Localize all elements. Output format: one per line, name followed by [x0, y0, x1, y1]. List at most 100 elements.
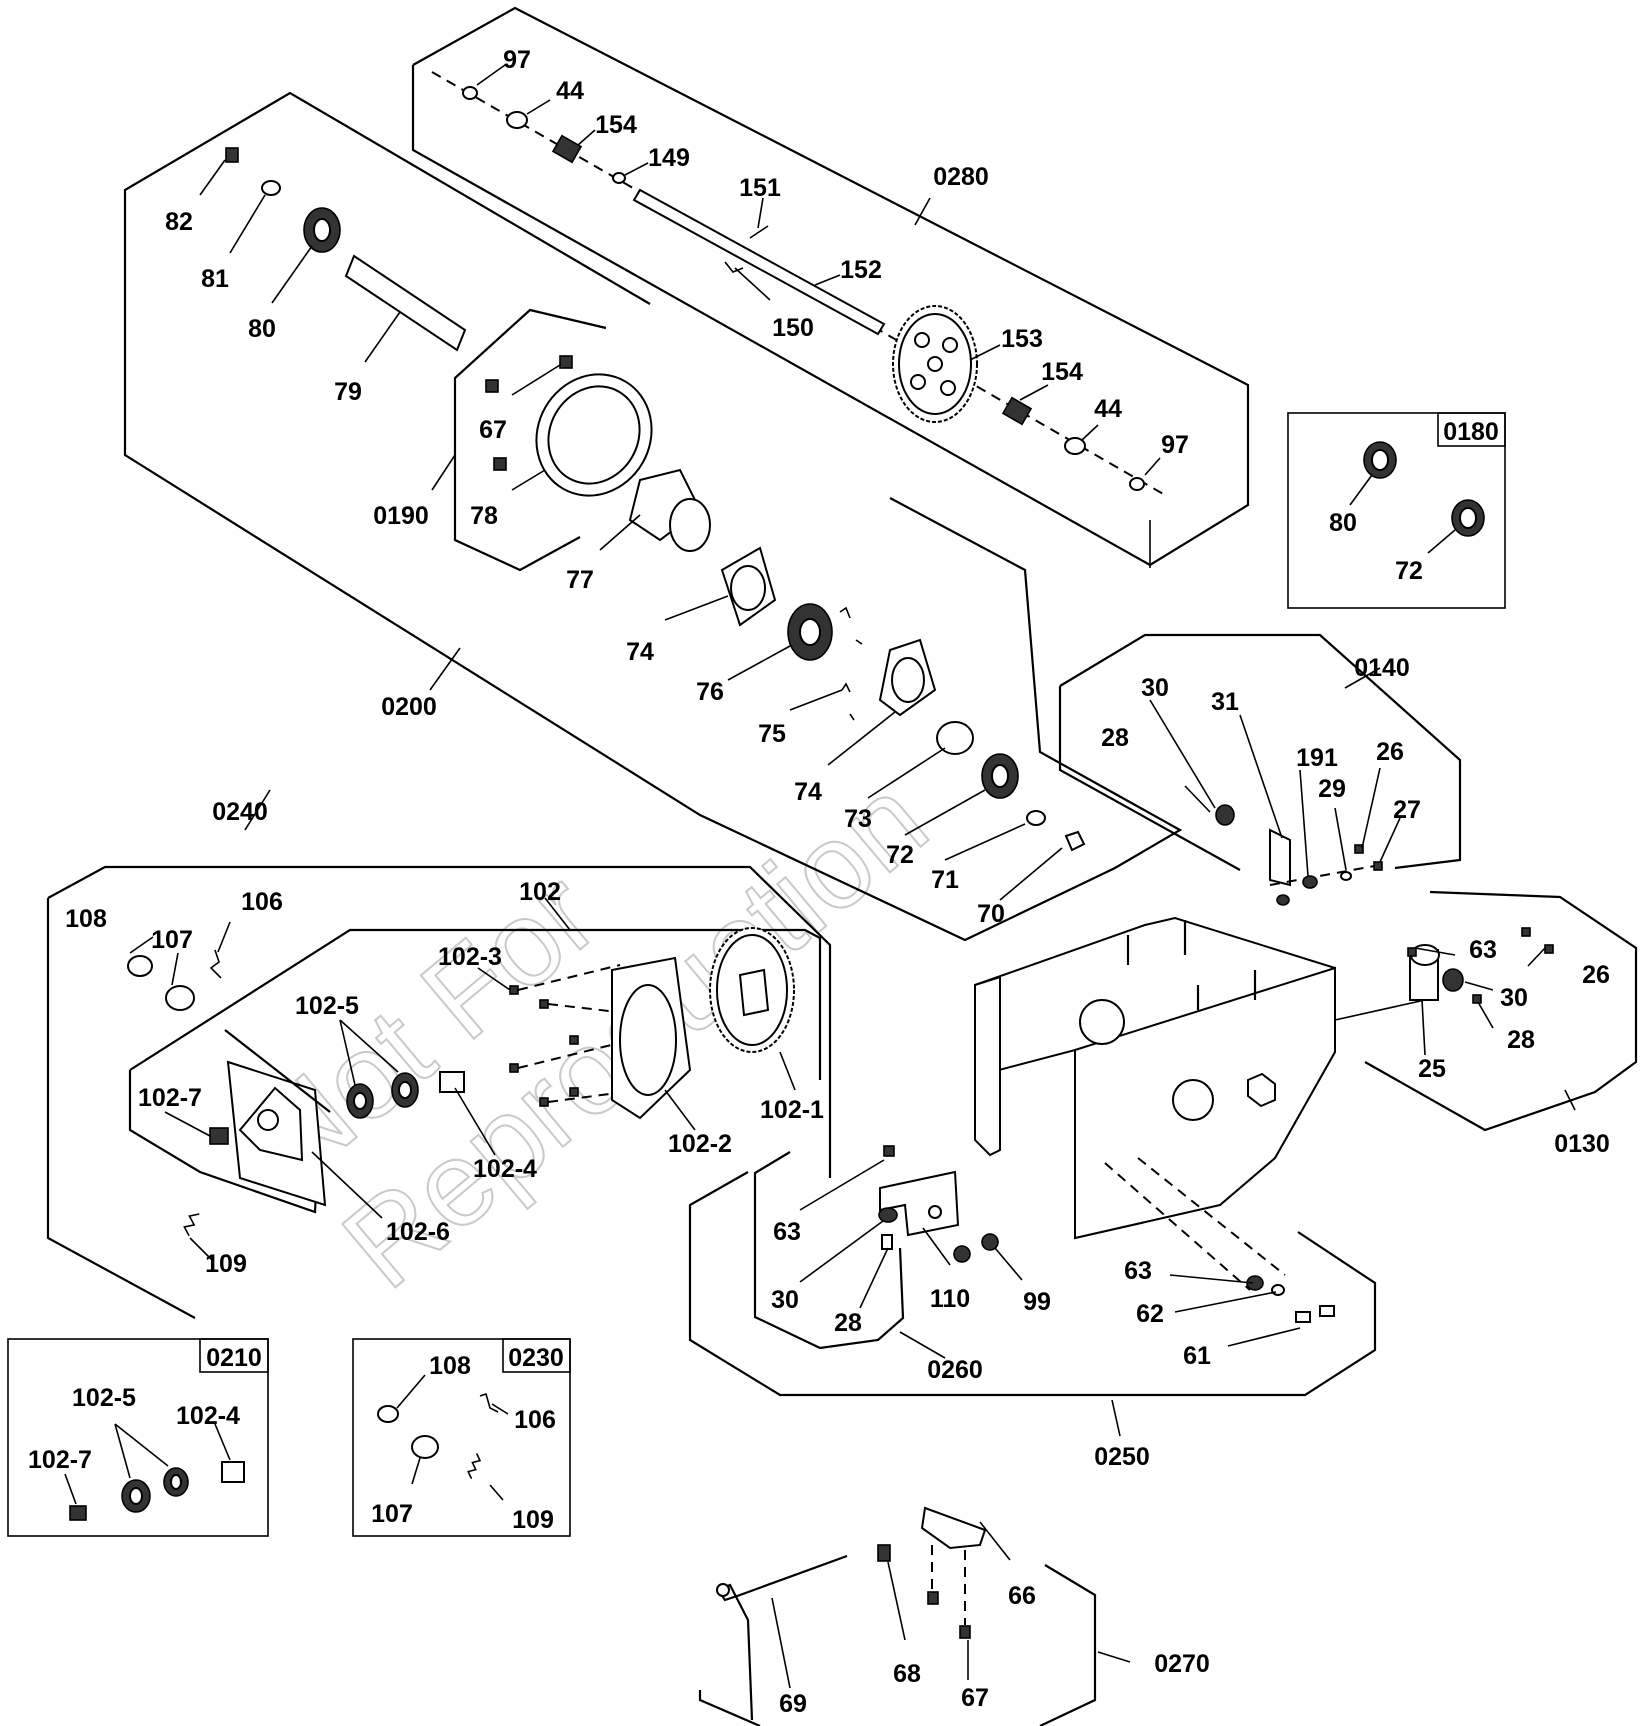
gear-153 — [892, 305, 978, 423]
shaft-102-4 — [439, 1071, 465, 1093]
outline-0240-left — [46, 898, 196, 1319]
nut-70 — [1064, 830, 1086, 852]
callout-150: 150 — [772, 314, 814, 342]
assembly-outlines — [46, 6, 1638, 1726]
callout-102-3: 102-3 — [438, 943, 502, 971]
callout-68: 68 — [893, 1660, 921, 1688]
detail-box-0210: 0210 102-5 102-4 102-7 — [7, 1338, 269, 1537]
spring-109-detail — [467, 1453, 482, 1480]
spacer-68 — [877, 1544, 891, 1562]
box-0180-frame — [1287, 412, 1506, 609]
friction-wheel-102-1 — [709, 927, 795, 1053]
axle-shaft-152 — [632, 188, 886, 336]
callout-44: 44 — [556, 77, 584, 105]
nut-30a — [1215, 804, 1235, 826]
shift-rod — [224, 1029, 331, 1113]
callout-97: 97 — [503, 46, 531, 74]
callout-73: 73 — [844, 805, 872, 833]
callout-31: 31 — [1211, 688, 1239, 716]
bearing-72-detail — [1451, 499, 1485, 537]
assembly-label-0250: 0250 — [1094, 1443, 1150, 1471]
shaft-assembly-0280 — [431, 71, 1166, 496]
callout-labels: 97 44 154 149 151 152 150 153 154 44 97 … — [65, 46, 1610, 1718]
callout-63: 63 — [1124, 1257, 1152, 1285]
screw-67a — [485, 379, 499, 393]
washer-108-detail — [377, 1405, 399, 1423]
screws-75 — [839, 606, 863, 721]
assembly-label-0130: 0130 — [1554, 1130, 1610, 1158]
callout-30: 30 — [1141, 674, 1169, 702]
callout-26: 26 — [1582, 961, 1610, 989]
assembly-label-0280: 0280 — [933, 163, 989, 191]
washer-108 — [127, 955, 153, 977]
screw-67c — [493, 457, 507, 471]
nut-30b — [1442, 968, 1464, 992]
callout-106: 106 — [241, 888, 283, 916]
spring-clip-106-detail — [479, 1392, 499, 1413]
screw-26a — [1354, 844, 1364, 854]
ring-149 — [612, 172, 626, 184]
box-0210-tag: 0210 — [206, 1344, 262, 1372]
flange-74a — [720, 546, 777, 627]
nut-191 — [1302, 875, 1318, 889]
callout-106-box: 106 — [514, 1406, 556, 1434]
callout-30: 30 — [1500, 984, 1528, 1012]
callout-70: 70 — [977, 900, 1005, 928]
callout-75: 75 — [758, 720, 786, 748]
box-0210-tag-frame — [199, 1338, 269, 1373]
screw-63b — [883, 1145, 895, 1157]
callout-82: 82 — [165, 208, 193, 236]
callout-25: 25 — [1418, 1055, 1446, 1083]
callout-107: 107 — [151, 926, 193, 954]
outline-0260 — [753, 1151, 905, 1350]
outline-102-top — [129, 928, 822, 1080]
assembly-label-0240: 0240 — [212, 798, 268, 826]
callout-74: 74 — [626, 638, 654, 666]
callout-44: 44 — [1094, 395, 1122, 423]
linkage-assembly-0270 — [716, 1506, 987, 1721]
screw-67e — [959, 1625, 971, 1639]
assembly-0200-parts — [225, 147, 1086, 852]
callout-61: 61 — [1183, 1342, 1211, 1370]
callout-74: 74 — [794, 778, 822, 806]
outline-0270-left — [698, 1690, 761, 1726]
assembly-0240-parts — [127, 927, 795, 1237]
housing-hex-seat — [1247, 1072, 1276, 1108]
callout-102-5: 102-5 — [295, 992, 359, 1020]
washer-44b — [1064, 437, 1086, 455]
outline-0140 — [1059, 633, 1462, 870]
callout-80-box: 80 — [1329, 509, 1357, 537]
callout-99: 99 — [1023, 1288, 1051, 1316]
bushing-154a — [551, 134, 583, 164]
callout-152: 152 — [840, 256, 882, 284]
screw-26c — [1544, 944, 1554, 954]
callout-27: 27 — [1393, 796, 1421, 824]
nut-99b — [981, 1233, 999, 1251]
screw-67d — [927, 1591, 939, 1605]
callout-29: 29 — [1318, 775, 1346, 803]
box-0180-tag: 0180 — [1443, 418, 1499, 446]
assembly-label-0260: 0260 — [927, 1356, 983, 1384]
box-0210-frame — [7, 1338, 269, 1537]
callout-108: 108 — [65, 905, 107, 933]
assembly-label-0270: 0270 — [1154, 1650, 1210, 1678]
callout-72-box: 72 — [1395, 557, 1423, 585]
callout-79: 79 — [334, 378, 362, 406]
callout-102-1: 102-1 — [760, 1096, 824, 1124]
bearing-80-detail — [1363, 441, 1397, 479]
bracket-31 — [1269, 828, 1291, 887]
callout-66: 66 — [1008, 1582, 1036, 1610]
shaft-102-4-detail — [221, 1461, 245, 1483]
bushing-107 — [165, 985, 195, 1011]
callout-102-5-box: 102-5 — [72, 1384, 136, 1412]
outline-0140-left — [1058, 686, 1241, 871]
assembly-label-0200: 0200 — [381, 693, 437, 721]
callout-28: 28 — [1101, 724, 1129, 752]
bolt-61 — [1295, 1311, 1311, 1323]
assembly-label-0190: 0190 — [373, 502, 429, 530]
housing-port — [1079, 999, 1125, 1045]
bracket-66 — [920, 1506, 987, 1550]
outline-0190 — [453, 308, 607, 572]
nut-102-7-detail — [69, 1505, 87, 1521]
